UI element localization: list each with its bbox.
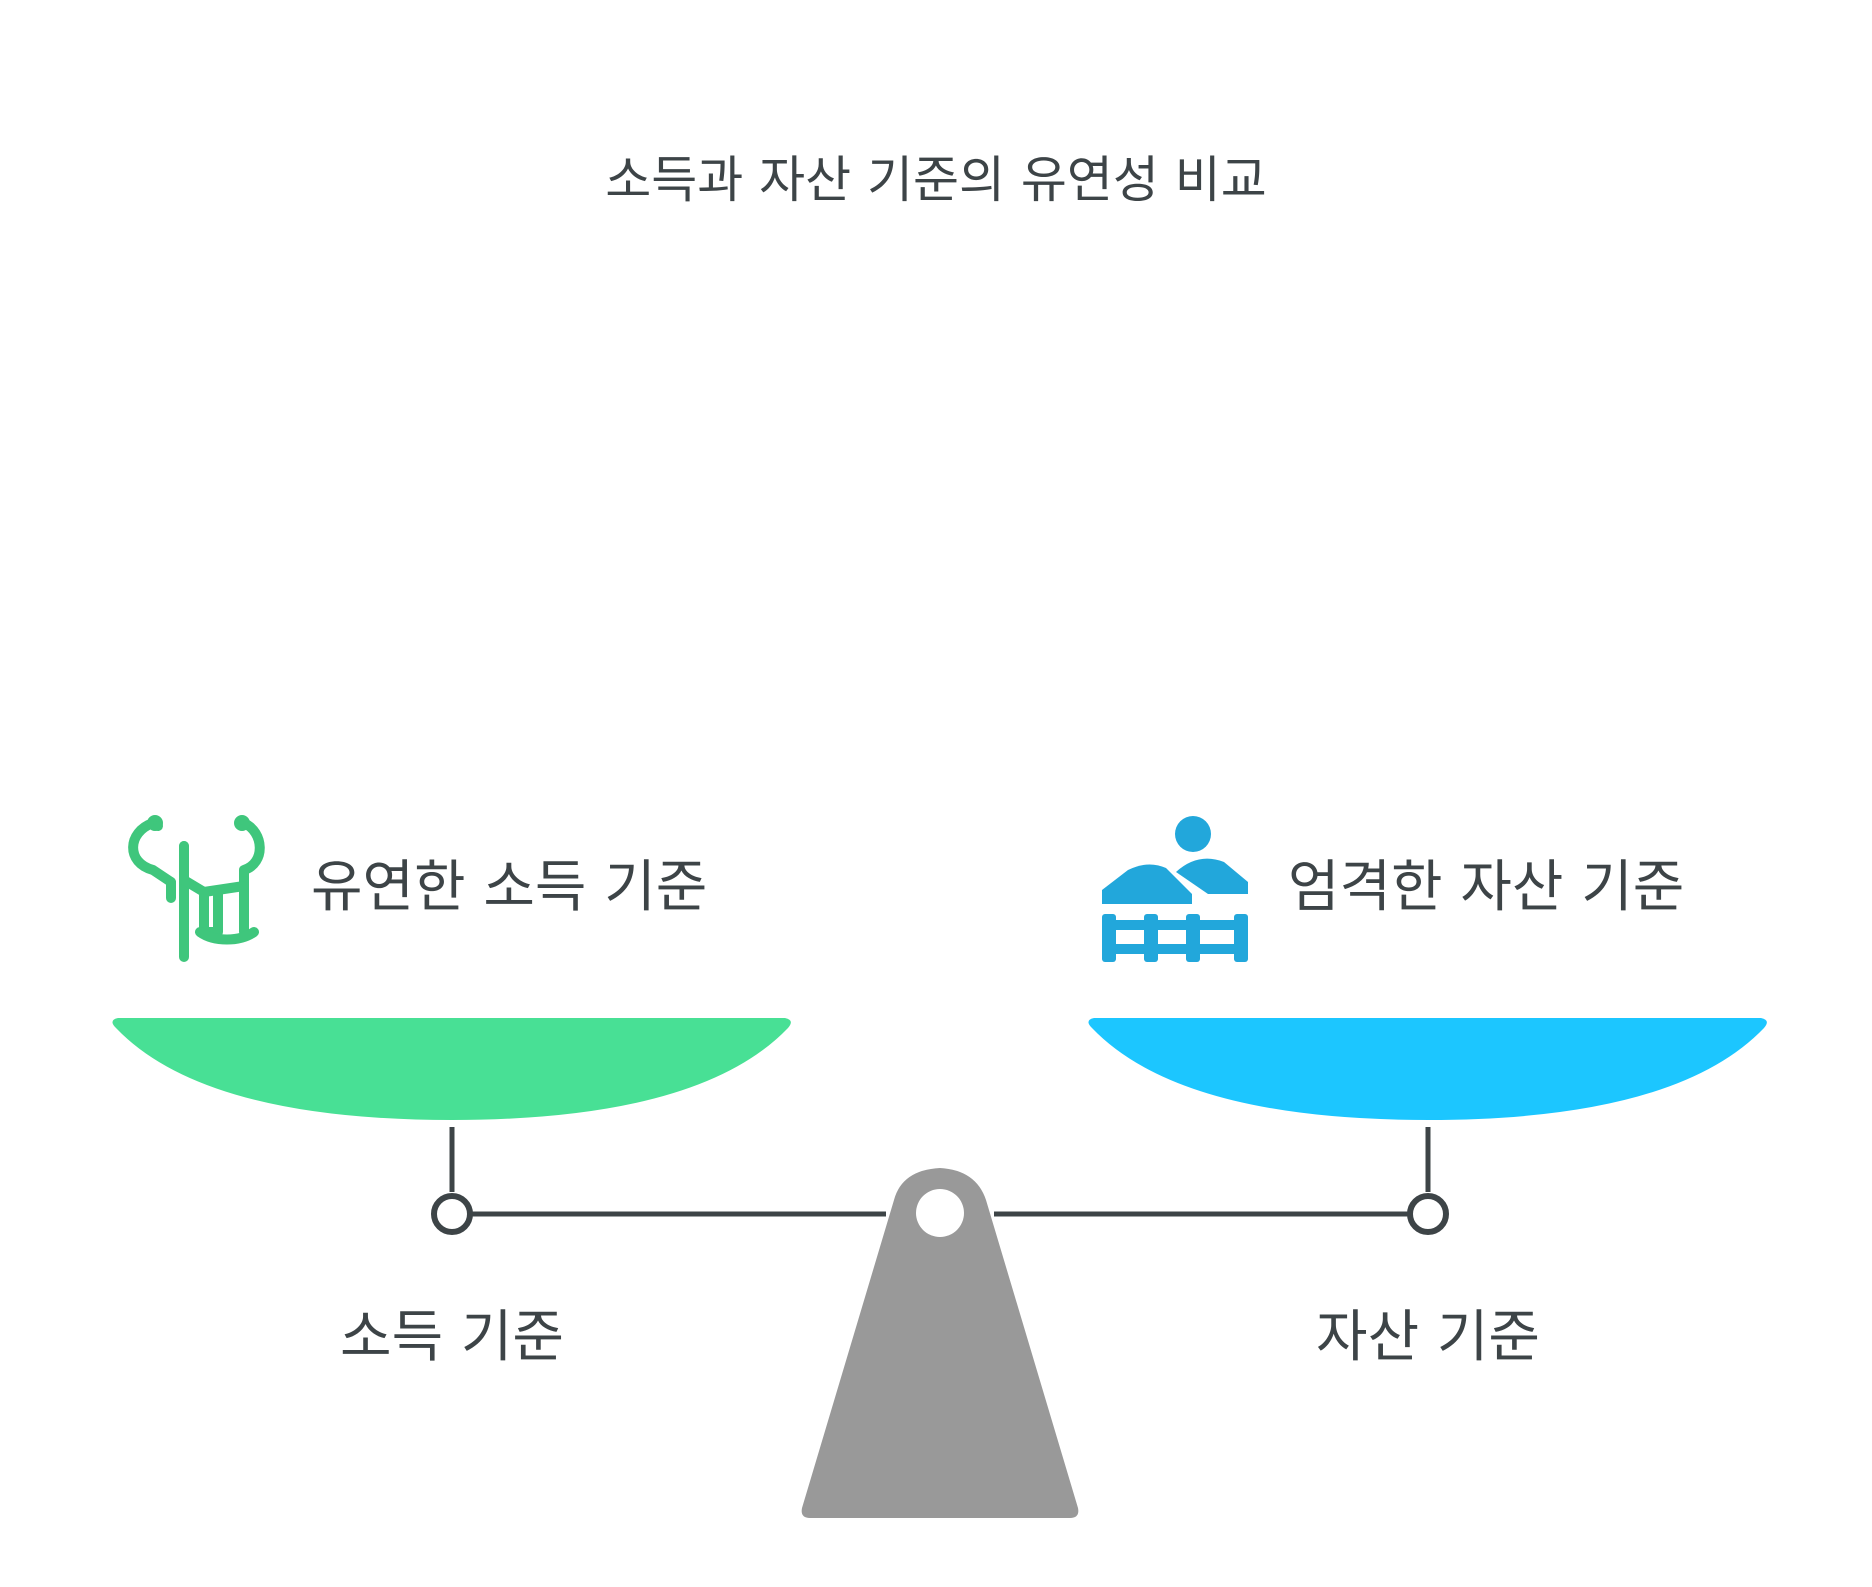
right-caption: 자산 기준: [1316, 1305, 1540, 1370]
diagram-title: 소득과 자산 기준의 유연성 비교: [605, 151, 1267, 209]
fulcrum: [801, 1168, 1079, 1518]
right-pivot: [1407, 1193, 1449, 1235]
left-caption: 소득 기준: [340, 1305, 564, 1370]
property-icon: [1102, 816, 1248, 962]
right-heading: 엄격한 자산 기준: [1288, 855, 1684, 920]
fulcrum-hole: [916, 1189, 964, 1237]
beam: [431, 1193, 1449, 1235]
tree-icon: [128, 815, 265, 962]
left-pivot: [431, 1193, 473, 1235]
left-heading: 유연한 소득 기준: [311, 855, 707, 920]
right-pan: [1088, 1018, 1767, 1120]
left-pan: [112, 1018, 791, 1120]
left-pan-group: 유연한 소득 기준 소득 기준: [112, 815, 791, 1370]
right-pan-group: 엄격한 자산 기준 자산 기준: [1088, 816, 1767, 1370]
